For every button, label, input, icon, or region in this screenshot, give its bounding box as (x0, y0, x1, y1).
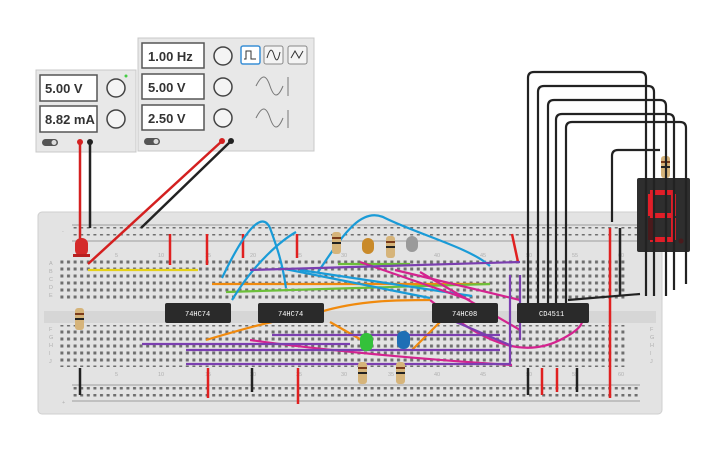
amplitude-readout: 5.00 V (148, 80, 186, 95)
led-red[interactable] (73, 238, 90, 257)
current-readout: 8.82 mA (45, 112, 95, 127)
resistor[interactable] (386, 236, 395, 258)
triangle-wave-button[interactable] (263, 45, 284, 65)
row-letter: F (49, 327, 53, 333)
led-green[interactable] (360, 333, 373, 351)
chip-u1-label: 74HC74 (185, 311, 210, 319)
col-num: 35 (388, 372, 394, 378)
chip-u3[interactable]: 74HC08 (432, 303, 498, 323)
col-num: 30 (341, 372, 347, 378)
resistor[interactable] (396, 362, 405, 384)
rail-jumpers (78, 228, 622, 404)
chip-u2-label: 74HC74 (278, 311, 303, 319)
sine-wave-button[interactable] (287, 45, 308, 65)
chip-u2[interactable]: 74HC74 (258, 303, 324, 323)
square-wave-button[interactable] (240, 45, 261, 65)
frequency-knob[interactable] (213, 46, 233, 66)
row-letter: A (49, 261, 53, 267)
col-num: 45 (480, 372, 486, 378)
resistor[interactable] (332, 232, 341, 254)
voltage-display (39, 74, 98, 102)
chip-u4-label: CD4511 (539, 311, 564, 319)
row-letter: H (650, 343, 654, 349)
col-num: 5 (115, 253, 118, 259)
frequency-readout: 1.00 Hz (148, 49, 193, 64)
row-letter: D (49, 285, 53, 291)
signal-wires (88, 214, 584, 367)
function-generator[interactable]: 1.00 Hz 5.00 V 2.50 V (137, 37, 315, 152)
offset-readout: 2.50 V (148, 111, 186, 126)
breadboard-row-letters: A B C D E F G H I J F G H I J (49, 261, 654, 365)
row-letter: I (650, 351, 652, 357)
chip-u1[interactable]: 74HC74 (165, 303, 231, 323)
display-wires (526, 70, 688, 303)
current-display (39, 105, 98, 133)
amplitude-wave-icon (255, 76, 284, 96)
voltage-readout: 5.00 V (45, 81, 83, 96)
resistor[interactable] (358, 362, 367, 384)
row-letter: G (49, 335, 53, 341)
row-letter: F (650, 327, 654, 333)
dc-power-supply[interactable]: 5.00 V 8.82 mA (35, 69, 137, 153)
sine-wave-icon (290, 49, 304, 60)
amplitude-knob[interactable] (213, 77, 233, 97)
col-num: 20 (250, 253, 256, 259)
col-num: 55 (572, 372, 578, 378)
row-letter: H (49, 343, 53, 349)
frequency-display (141, 42, 205, 69)
row-letter: J (650, 359, 653, 365)
col-num: 40 (434, 253, 440, 259)
col-num: 10 (158, 253, 164, 259)
row-letter: J (49, 359, 52, 365)
square-wave-icon (244, 50, 256, 60)
current-knob[interactable] (106, 109, 126, 129)
col-num: 10 (158, 372, 164, 378)
triangle-wave-icon (266, 49, 281, 61)
row-letter: G (650, 335, 654, 341)
led-blue[interactable] (397, 331, 410, 349)
row-letter: B (49, 269, 53, 275)
svg-text:+: + (62, 400, 65, 406)
led-gray[interactable] (406, 236, 418, 252)
offset-knob[interactable] (213, 108, 233, 128)
chip-u3-label: 74HC08 (452, 311, 477, 319)
offset-wave-icon (255, 108, 284, 128)
col-num: 45 (480, 253, 486, 259)
voltage-knob[interactable] (106, 78, 126, 98)
col-num: 5 (115, 372, 118, 378)
col-num: 30 (341, 253, 347, 259)
offset-display (141, 104, 205, 131)
resistor[interactable] (75, 308, 84, 330)
svg-text:-: - (62, 229, 64, 235)
col-num: 55 (572, 253, 578, 259)
led-yellow[interactable] (362, 238, 374, 254)
supply-wires (78, 140, 232, 265)
row-letter: E (49, 293, 53, 299)
row-letter: I (49, 351, 51, 357)
col-num: 40 (434, 372, 440, 378)
chip-u4[interactable]: CD4511 (517, 303, 589, 323)
row-letter: C (49, 277, 53, 283)
col-num: 60 (618, 372, 624, 378)
col-num: 25 (296, 253, 302, 259)
amplitude-display (141, 73, 205, 100)
